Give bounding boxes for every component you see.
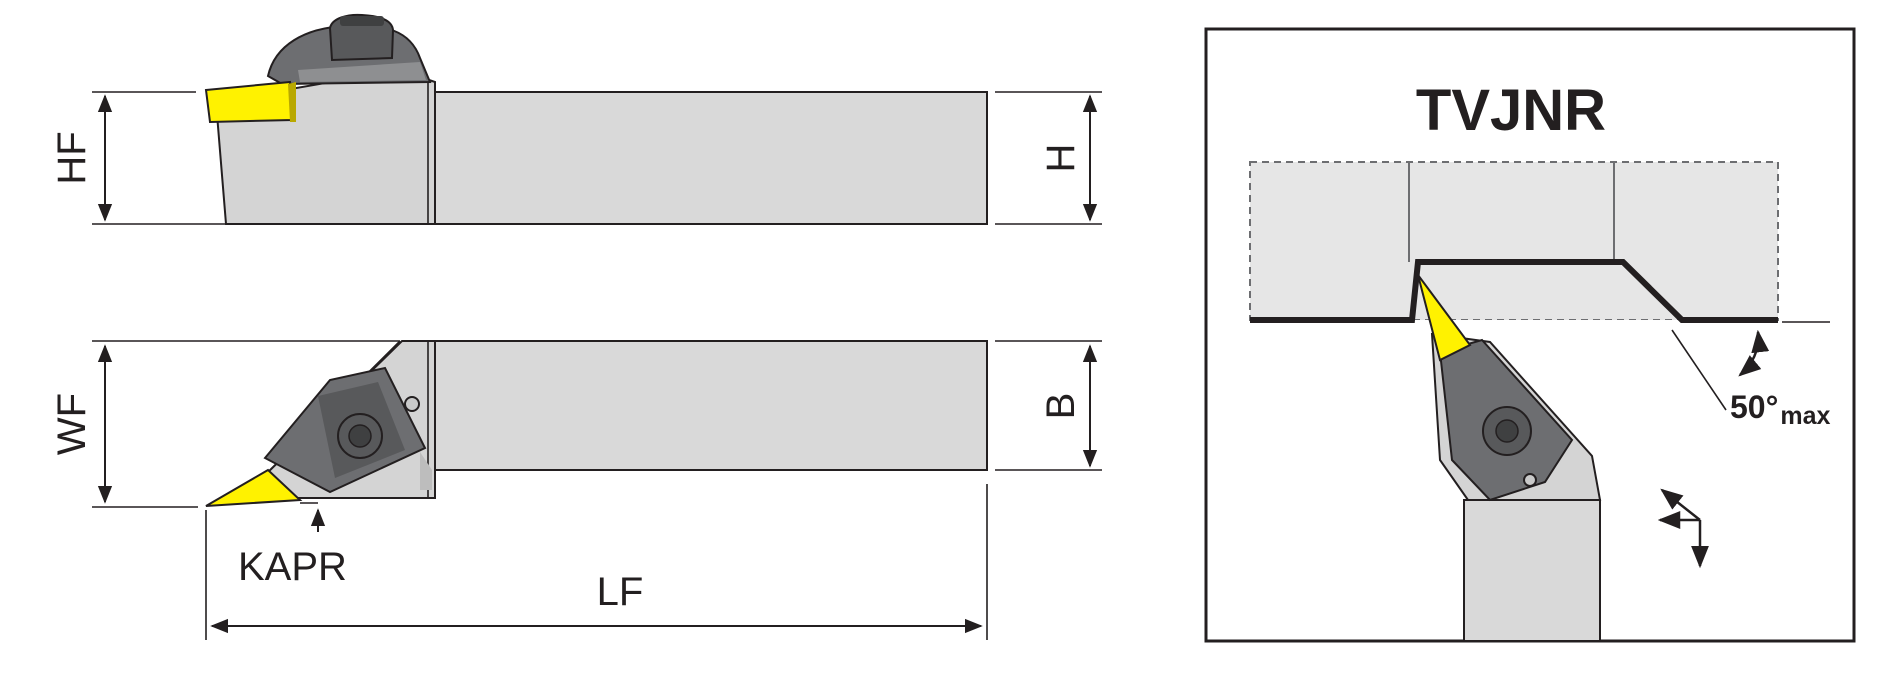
top-view: WF B KAPR LF <box>50 340 1102 640</box>
detail-insert <box>1417 274 1472 362</box>
lf-label: LF <box>597 570 644 614</box>
side-view: HF H <box>50 13 1102 225</box>
detail-shank <box>1463 499 1601 642</box>
angle-arc-icon <box>1738 329 1770 377</box>
detail-title: TVJNR <box>1416 78 1606 143</box>
workpiece-cut-mask <box>1252 320 1778 330</box>
workpiece <box>1249 161 1779 321</box>
clamp-highlight <box>298 62 426 82</box>
wf-label: WF <box>50 393 94 455</box>
insert-top <box>205 468 303 507</box>
angle-value: 50° <box>1730 389 1778 425</box>
h-label: H <box>1039 144 1083 173</box>
kapr-label: KAPR <box>238 545 347 589</box>
angle-leader-line <box>1671 329 1727 411</box>
b-label: B <box>1039 393 1083 420</box>
clamp-screw <box>328 13 395 62</box>
feed-arrow-diagonal <box>1660 488 1701 521</box>
hf-label: HF <box>50 131 94 184</box>
detail-pin <box>1523 473 1537 487</box>
insert-edge <box>288 82 296 122</box>
pin-top <box>404 396 420 412</box>
detail-screw-socket <box>1495 419 1519 443</box>
screw-head <box>340 16 384 26</box>
insert-side <box>204 80 294 124</box>
machined-profile <box>1250 259 1778 323</box>
detail-panel: TVJNR 50°max <box>1204 27 1856 643</box>
shank-top <box>434 340 988 471</box>
angle-suffix: max <box>1780 402 1830 430</box>
feed-direction-arrows-icon <box>1657 488 1709 569</box>
screw-socket <box>348 424 372 448</box>
angle-label: 50°max <box>1730 389 1831 430</box>
shank-side <box>434 91 988 225</box>
head-pocket <box>420 452 432 490</box>
